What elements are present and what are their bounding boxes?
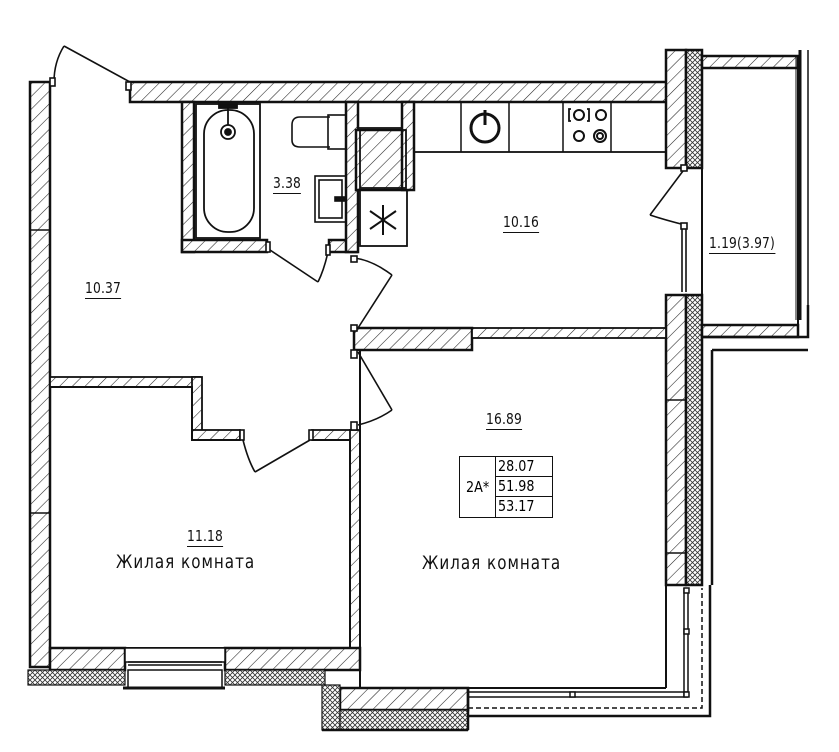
large-room-name: Жилая комната xyxy=(422,553,562,574)
bathroom-area: 3.38 xyxy=(273,174,302,194)
ventilation-shaft xyxy=(357,101,408,247)
total-with-balcony-cell: 53.17 xyxy=(498,497,535,515)
windows xyxy=(123,585,712,732)
toilet xyxy=(291,114,347,150)
small-room-area: 11.18 xyxy=(187,527,224,547)
apartment-type-cell: 2A* xyxy=(460,457,496,517)
small-room-name: Жилая комната xyxy=(116,552,256,573)
hallway-area: 10.37 xyxy=(85,279,122,299)
doors xyxy=(49,45,688,473)
large-room-area: 16.89 xyxy=(486,410,523,430)
stove-icon xyxy=(568,108,607,143)
washing-machine-icon xyxy=(469,110,501,144)
apartment-summary-table: 2A* 28.07 51.98 53.17 xyxy=(459,456,553,518)
sink xyxy=(314,175,347,223)
living-area-cell: 28.07 xyxy=(496,457,552,477)
room-outlines xyxy=(50,50,810,689)
walls xyxy=(27,48,800,731)
balcony-area: 1.19(3.97) xyxy=(709,234,776,254)
apartment-type: 2A* xyxy=(465,478,490,496)
bathtub xyxy=(195,103,261,239)
total-area-cell: 51.98 xyxy=(496,477,552,497)
kitchen-area: 10.16 xyxy=(503,213,540,233)
